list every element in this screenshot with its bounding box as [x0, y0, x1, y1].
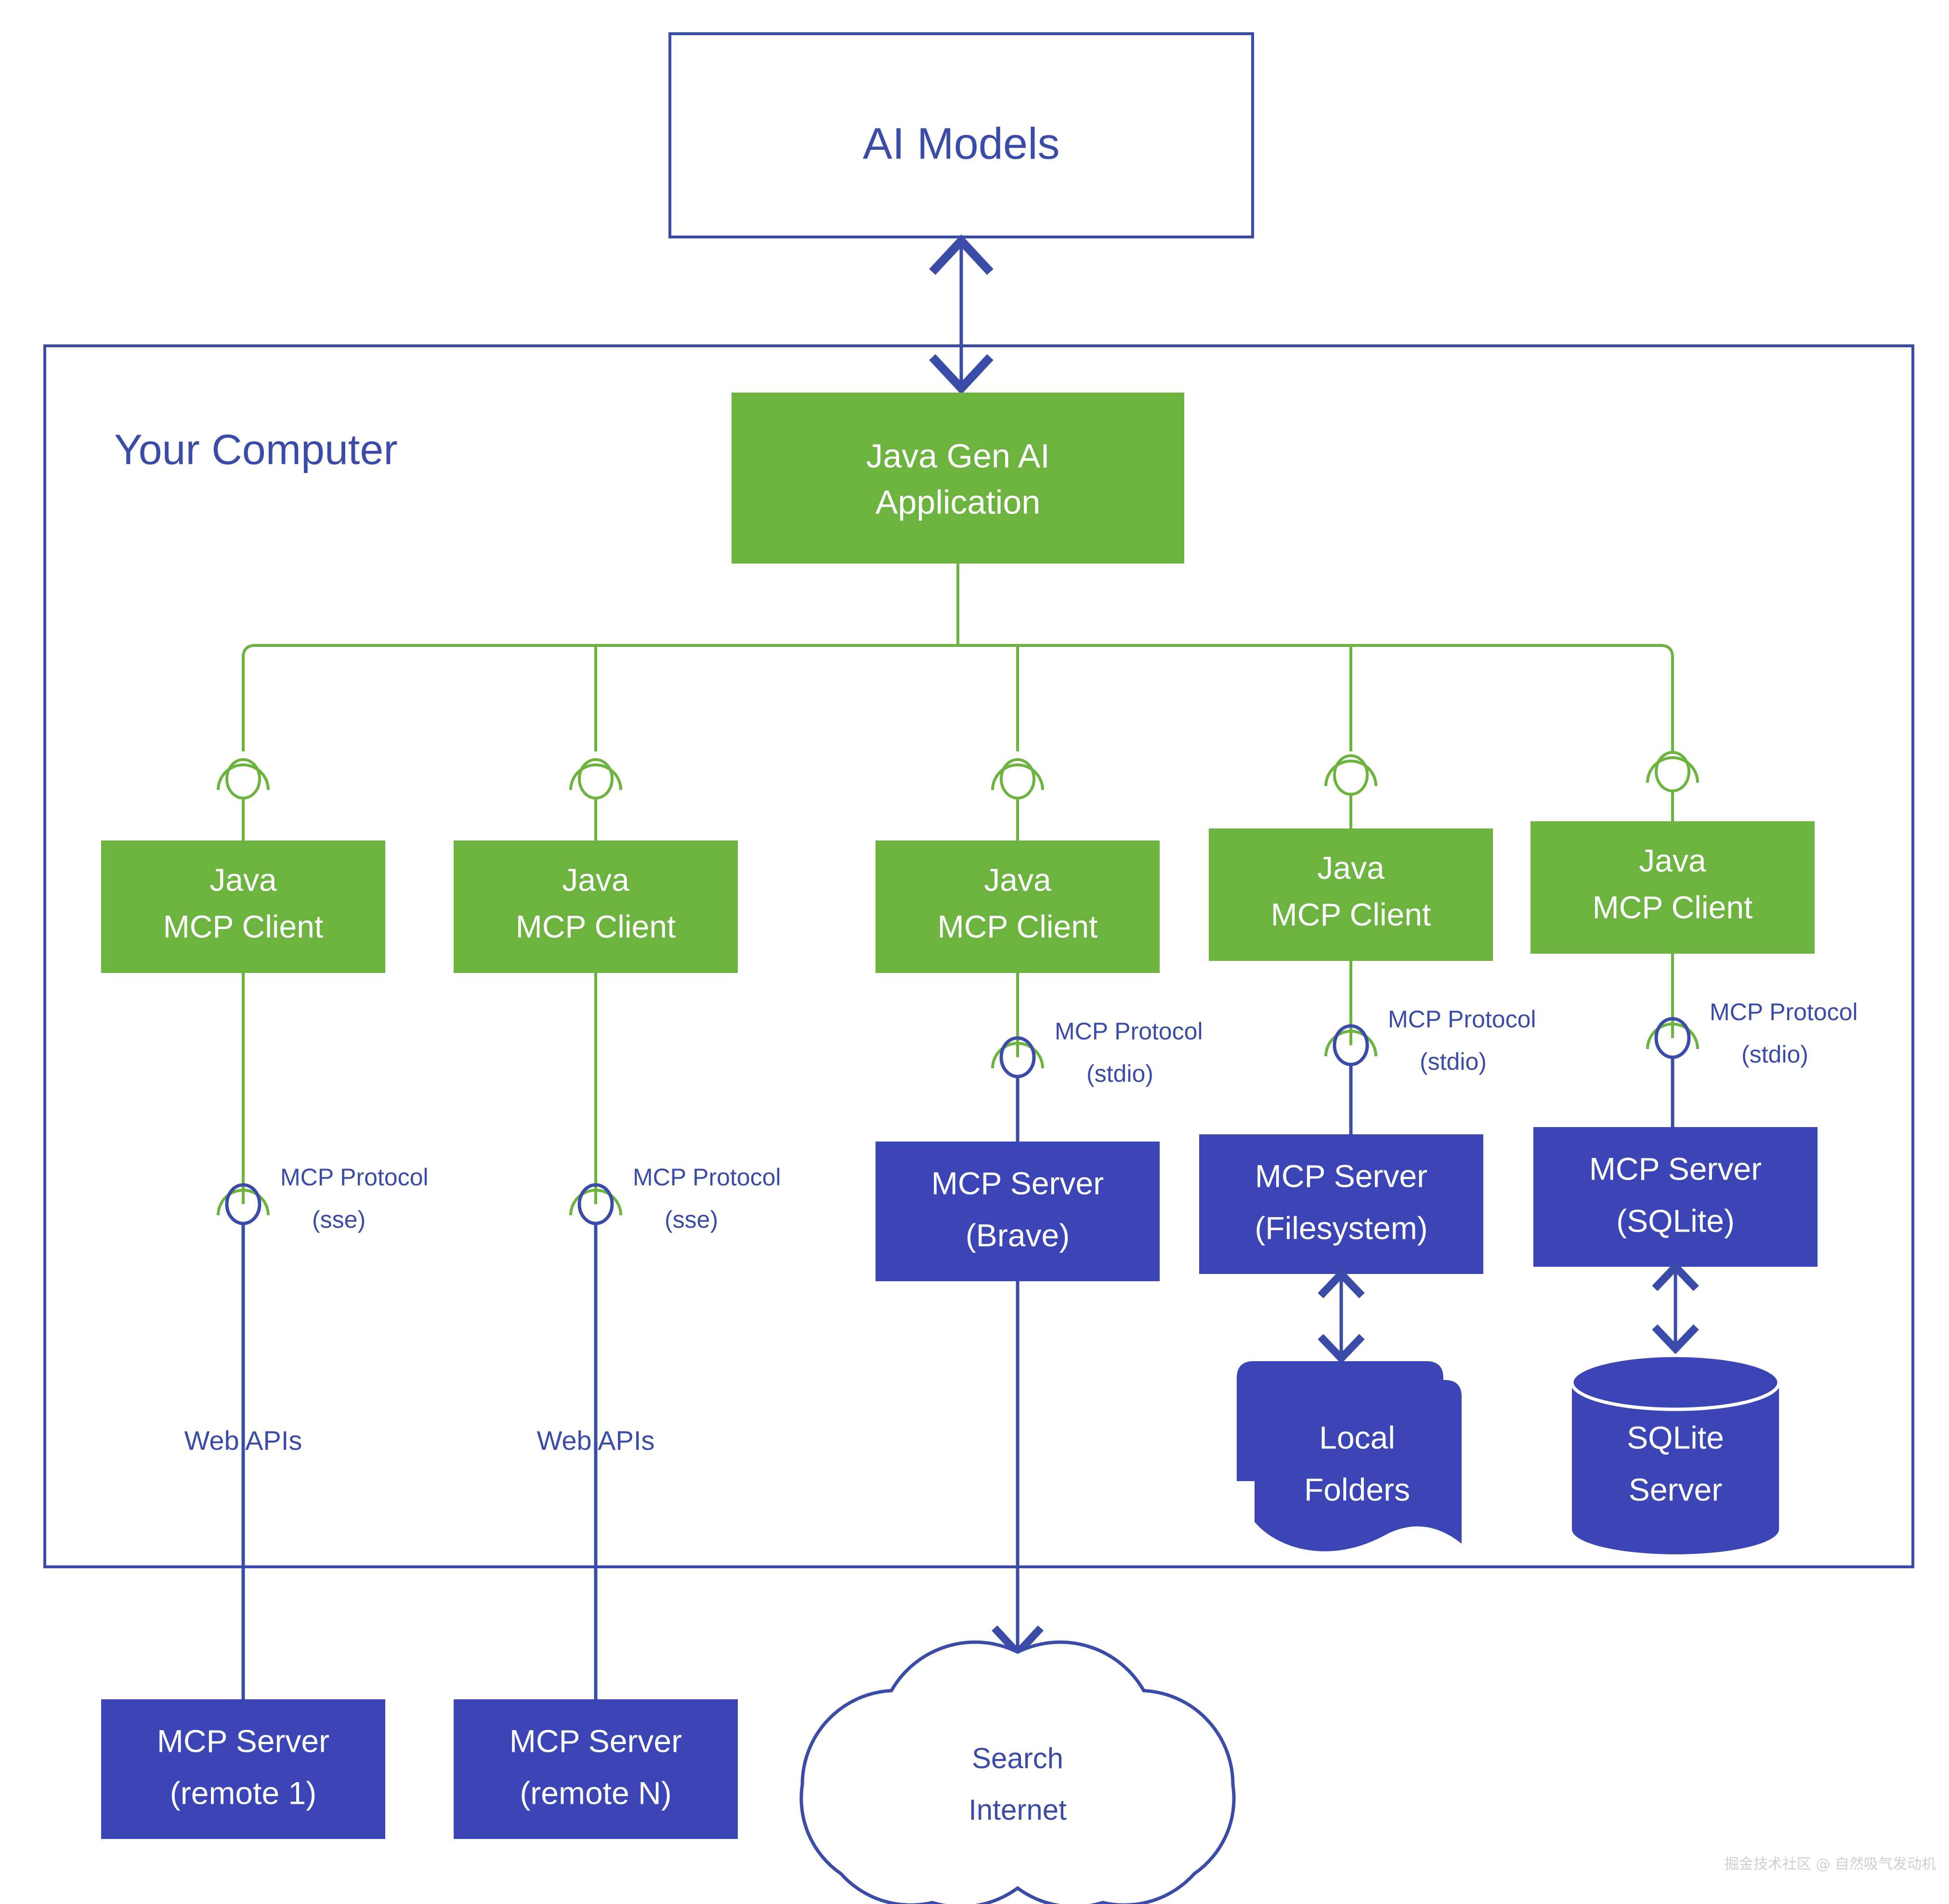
- server-remote-1-line1: MCP Server: [157, 1723, 329, 1759]
- brave-internet-connector: [992, 1281, 1044, 1659]
- column-1-link: [217, 973, 270, 1699]
- green-distribution-bus: [242, 564, 1674, 751]
- proto-3-line2: (stdio): [1086, 1060, 1153, 1087]
- sqlite-server-line2: Server: [1629, 1471, 1722, 1507]
- sqlite-server-cylinder: SQLite Server: [1570, 1353, 1781, 1554]
- server-remote-1-box: [101, 1699, 385, 1839]
- java-mcp-client-1: Java MCP Client: [101, 840, 385, 973]
- server-sqlite-line2: (SQLite): [1616, 1203, 1735, 1238]
- java-gen-ai-application-box: [732, 393, 1184, 564]
- client-3-line1: Java: [984, 862, 1051, 897]
- server-remote-n-line2: (remote N): [520, 1775, 671, 1811]
- proto-2-line2: (sse): [665, 1206, 718, 1233]
- sqlite-db-connector: [1652, 1261, 1699, 1354]
- proto-4-line1: MCP Protocol: [1388, 1006, 1536, 1033]
- mcp-server-remote-1: MCP Server (remote 1): [101, 1699, 385, 1839]
- local-folders-line2: Folders: [1304, 1471, 1410, 1507]
- column-4-link: [1324, 961, 1377, 1134]
- your-computer-label: Your Computer: [114, 425, 398, 473]
- socket-icon-3: [991, 758, 1044, 840]
- server-brave-line1: MCP Server: [931, 1165, 1104, 1201]
- server-sqlite-line1: MCP Server: [1589, 1151, 1762, 1186]
- client-2-line1: Java: [562, 862, 629, 897]
- mcp-server-sqlite: MCP Server (SQLite): [1533, 1127, 1818, 1267]
- server-filesystem-box: [1199, 1134, 1483, 1274]
- java-mcp-client-5: Java MCP Client: [1530, 821, 1815, 954]
- proto-4-line2: (stdio): [1420, 1048, 1487, 1075]
- server-filesystem-line2: (Filesystem): [1255, 1210, 1427, 1246]
- client-box-3: [876, 840, 1160, 973]
- cloud-line2: Internet: [968, 1794, 1067, 1826]
- ai-models-label: AI Models: [863, 119, 1060, 168]
- column-5-link: [1646, 954, 1699, 1127]
- cloud-outline: [799, 1640, 1236, 1904]
- socket-icon-1: [217, 758, 270, 840]
- client-box-1: [101, 840, 385, 973]
- mcp-server-remote-n: MCP Server (remote N): [454, 1699, 738, 1839]
- proto-1-line1: MCP Protocol: [280, 1164, 429, 1191]
- proto-2-line1: MCP Protocol: [633, 1164, 781, 1191]
- client-3-line2: MCP Client: [938, 908, 1098, 944]
- client-5-line1: Java: [1639, 842, 1706, 878]
- client-4-line2: MCP Client: [1271, 896, 1431, 932]
- client-5-line2: MCP Client: [1593, 889, 1753, 925]
- client-box-5: [1530, 821, 1815, 954]
- client-1-line1: Java: [209, 862, 277, 897]
- your-computer-container: [43, 344, 1914, 1568]
- socket-icon-4: [1324, 754, 1377, 828]
- server-brave-line2: (Brave): [966, 1217, 1070, 1253]
- column-2-link: [569, 973, 622, 1699]
- webapi-1-label: Web APIs: [184, 1425, 302, 1456]
- client-box-2: [454, 840, 738, 973]
- proto-5-line1: MCP Protocol: [1710, 998, 1858, 1025]
- server-remote-1-line2: (remote 1): [170, 1775, 316, 1811]
- filesystem-folders-connector: [1318, 1268, 1365, 1364]
- webapi-2-label: Web APIs: [537, 1425, 655, 1456]
- proto-5-line2: (stdio): [1741, 1041, 1808, 1068]
- column-3-link: [991, 973, 1044, 1142]
- client-box-4: [1209, 828, 1493, 961]
- mcp-server-brave: MCP Server (Brave): [876, 1142, 1160, 1281]
- java-mcp-client-4: Java MCP Client: [1209, 828, 1493, 961]
- proto-3-line1: MCP Protocol: [1055, 1018, 1203, 1045]
- local-folders-shape: Local Folders: [1237, 1361, 1462, 1551]
- app-label-line1: Java Gen AI: [866, 437, 1049, 474]
- ai-models-app-connector: [929, 234, 994, 395]
- java-mcp-client-2: Java MCP Client: [454, 840, 738, 973]
- client-2-line2: MCP Client: [516, 908, 676, 944]
- socket-connector-icons: [217, 751, 1699, 840]
- app-label-line2: Application: [876, 483, 1040, 521]
- mcp-server-filesystem: MCP Server (Filesystem): [1199, 1134, 1483, 1274]
- socket-icon-2: [569, 758, 622, 840]
- sqlite-server-line1: SQLite: [1627, 1419, 1724, 1455]
- proto-1-line2: (sse): [312, 1206, 366, 1233]
- client-1-line2: MCP Client: [163, 908, 324, 944]
- server-filesystem-line1: MCP Server: [1255, 1158, 1427, 1194]
- search-internet-cloud: Search Internet: [799, 1640, 1236, 1904]
- server-brave-box: [876, 1142, 1160, 1281]
- java-mcp-client-3: Java MCP Client: [876, 840, 1160, 973]
- cloud-line1: Search: [972, 1742, 1063, 1774]
- local-folders-line1: Local: [1319, 1419, 1395, 1455]
- server-sqlite-box: [1533, 1127, 1818, 1267]
- watermark-label: 掘金技术社区 @ 自然吸气发动机: [1725, 1856, 1936, 1873]
- server-remote-n-box: [454, 1699, 738, 1839]
- client-4-line1: Java: [1317, 850, 1385, 885]
- socket-icon-5: [1646, 751, 1699, 821]
- server-remote-n-line1: MCP Server: [510, 1723, 682, 1759]
